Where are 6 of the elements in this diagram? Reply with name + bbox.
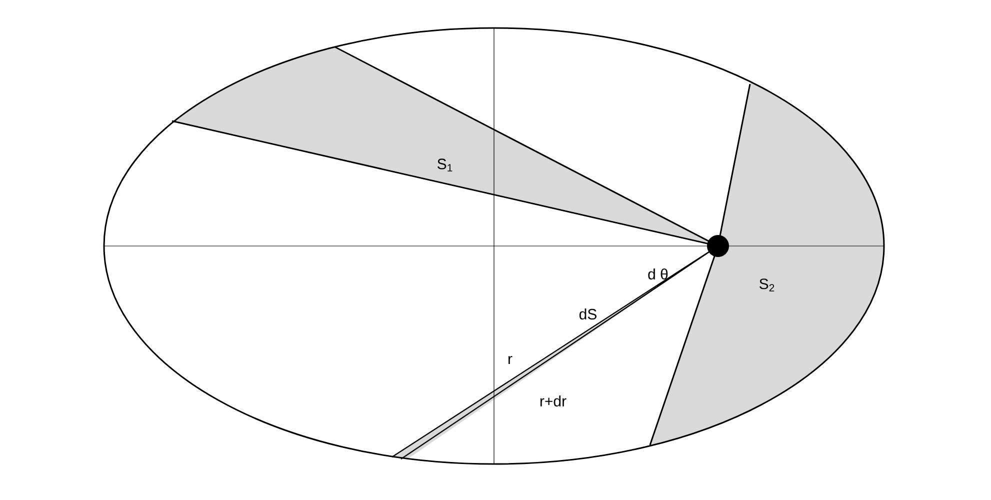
area-label: r+dr bbox=[540, 395, 566, 406]
area-label: d θ bbox=[648, 268, 668, 280]
area-label: r bbox=[508, 356, 512, 364]
area-label: dS bbox=[579, 308, 596, 320]
area-label: S$_{1}$ bbox=[438, 158, 452, 172]
area-label: S$_{2}$ bbox=[760, 278, 774, 292]
